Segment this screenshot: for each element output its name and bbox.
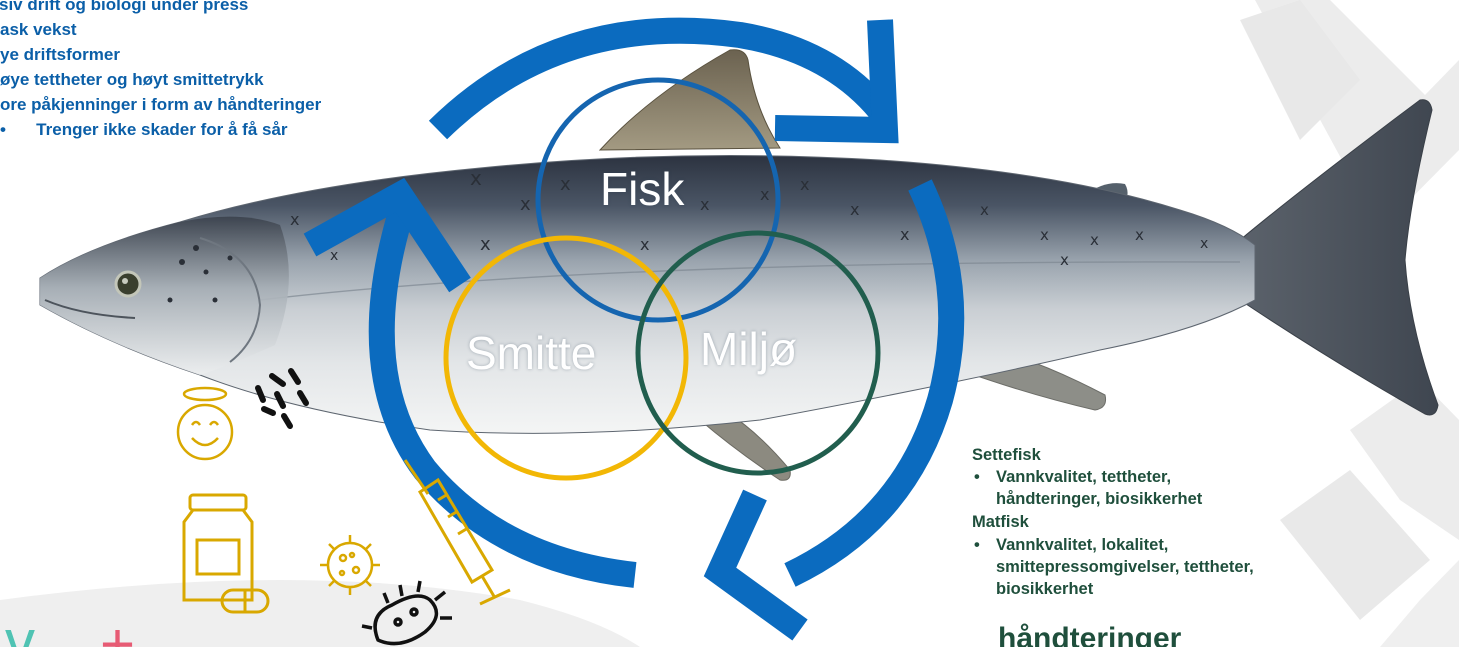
svg-text:x: x xyxy=(1200,236,1208,252)
matfisk-item-line-2: smittepressomgivelser, tettheter, xyxy=(996,556,1254,578)
svg-text:x: x xyxy=(760,185,769,204)
top-list-line-5: ore påkjenninger i form av håndteringer xyxy=(0,92,321,117)
svg-text:x: x xyxy=(290,210,299,229)
svg-text:x: x xyxy=(700,195,709,214)
svg-text:x: x xyxy=(520,194,531,215)
matfisk-item-line-1: •Vannkvalitet, lokalitet, xyxy=(974,534,1168,556)
smiley-icon xyxy=(178,388,232,459)
virus-icon xyxy=(320,535,380,595)
bullet-marker: • xyxy=(0,117,22,142)
cut-off-heading: håndteringer xyxy=(998,622,1181,647)
svg-text:x: x xyxy=(640,235,649,254)
svg-text:x: x xyxy=(900,225,909,244)
svg-text:x: x xyxy=(560,174,571,195)
top-list-sub-item: • Trenger ikke skader for å få sår xyxy=(0,117,288,142)
venn-label-fisk: Fisk xyxy=(600,162,684,216)
sub-item-text: Trenger ikke skader for å få sår xyxy=(36,120,287,139)
top-list-line-3: ye driftsformer xyxy=(0,42,120,67)
partial-logo-text: v xyxy=(5,608,35,647)
settefisk-item-line-1: •Vannkvalitet, tettheter, xyxy=(974,466,1171,488)
venn-label-miljo: Miljø xyxy=(700,322,797,376)
svg-text:x: x xyxy=(330,248,338,264)
svg-text:x: x xyxy=(470,166,482,190)
svg-text:x: x xyxy=(1135,226,1144,244)
svg-text:x: x xyxy=(480,234,491,255)
matfisk-line-1-text: Vannkvalitet, lokalitet, xyxy=(996,536,1168,554)
top-list-line-1: siv drift og biologi under press xyxy=(0,0,248,17)
settefisk-heading: Settefisk xyxy=(972,444,1041,466)
svg-text:x: x xyxy=(1090,231,1099,249)
svg-text:x: x xyxy=(1040,226,1049,244)
bullet-marker: • xyxy=(974,466,996,488)
svg-text:x: x xyxy=(800,175,809,194)
svg-text:x: x xyxy=(980,201,989,219)
bullet-marker: • xyxy=(974,534,996,556)
top-list-line-4: øye tettheter og høyt smittetrykk xyxy=(0,67,264,92)
svg-text:x: x xyxy=(850,200,859,219)
svg-text:x: x xyxy=(1060,251,1069,269)
matfisk-heading: Matfisk xyxy=(972,511,1029,533)
partial-logo-plus: + xyxy=(100,611,135,647)
matfisk-item-line-3: biosikkerhet xyxy=(996,578,1093,600)
settefisk-item-line-2: håndteringer, biosikkerhet xyxy=(996,488,1202,510)
top-list-line-2: ask vekst xyxy=(0,17,77,42)
settefisk-line-1-text: Vannkvalitet, tettheter, xyxy=(996,468,1171,486)
venn-label-smitte: Smitte xyxy=(466,326,596,380)
